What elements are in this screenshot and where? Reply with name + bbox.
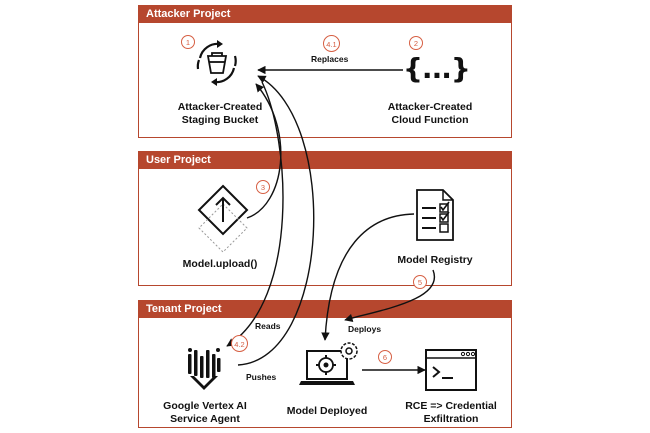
upload-arrow-icon: [197, 184, 249, 253]
rce-label: RCE => Credential Exfiltration: [405, 400, 497, 425]
model-registry-label: Model Registry: [397, 254, 473, 266]
user-project-title: User Project: [139, 152, 511, 169]
checklist-icon: [416, 189, 454, 241]
bucket-icon: [196, 40, 237, 86]
replaces-label: Replaces: [311, 54, 349, 64]
model-upload-label: Model.upload(): [182, 258, 258, 270]
step-4-2-badge: 4.2: [231, 335, 248, 352]
step-6-badge: 6: [378, 350, 392, 364]
vertex-ai-icon: [188, 348, 221, 390]
attacker-project-panel: Attacker Project: [138, 5, 512, 138]
pushes-label: Pushes: [246, 372, 277, 382]
step-5-badge: 5: [413, 275, 427, 289]
terminal-icon: [425, 349, 477, 391]
deploys-label: Deploys: [348, 324, 382, 334]
attacker-project-title: Attacker Project: [139, 6, 511, 23]
vertex-agent-label: Google Vertex AI Service Agent: [163, 400, 247, 425]
reads-label: Reads: [255, 321, 281, 331]
model-deployed-label: Model Deployed: [286, 405, 368, 417]
laptop-gear-icon: [299, 342, 358, 385]
tenant-project-title: Tenant Project: [139, 301, 511, 318]
cloud-function-label: Attacker-Created Cloud Function: [387, 101, 473, 126]
staging-bucket-label: Attacker-Created Staging Bucket: [177, 101, 263, 126]
code-braces-icon: {...}: [403, 52, 471, 85]
step-3-badge: 3: [256, 180, 270, 194]
step-2-badge: 2: [409, 36, 423, 50]
step-1-badge: 1: [181, 35, 195, 49]
step-4-1-badge: 4.1: [323, 35, 340, 52]
